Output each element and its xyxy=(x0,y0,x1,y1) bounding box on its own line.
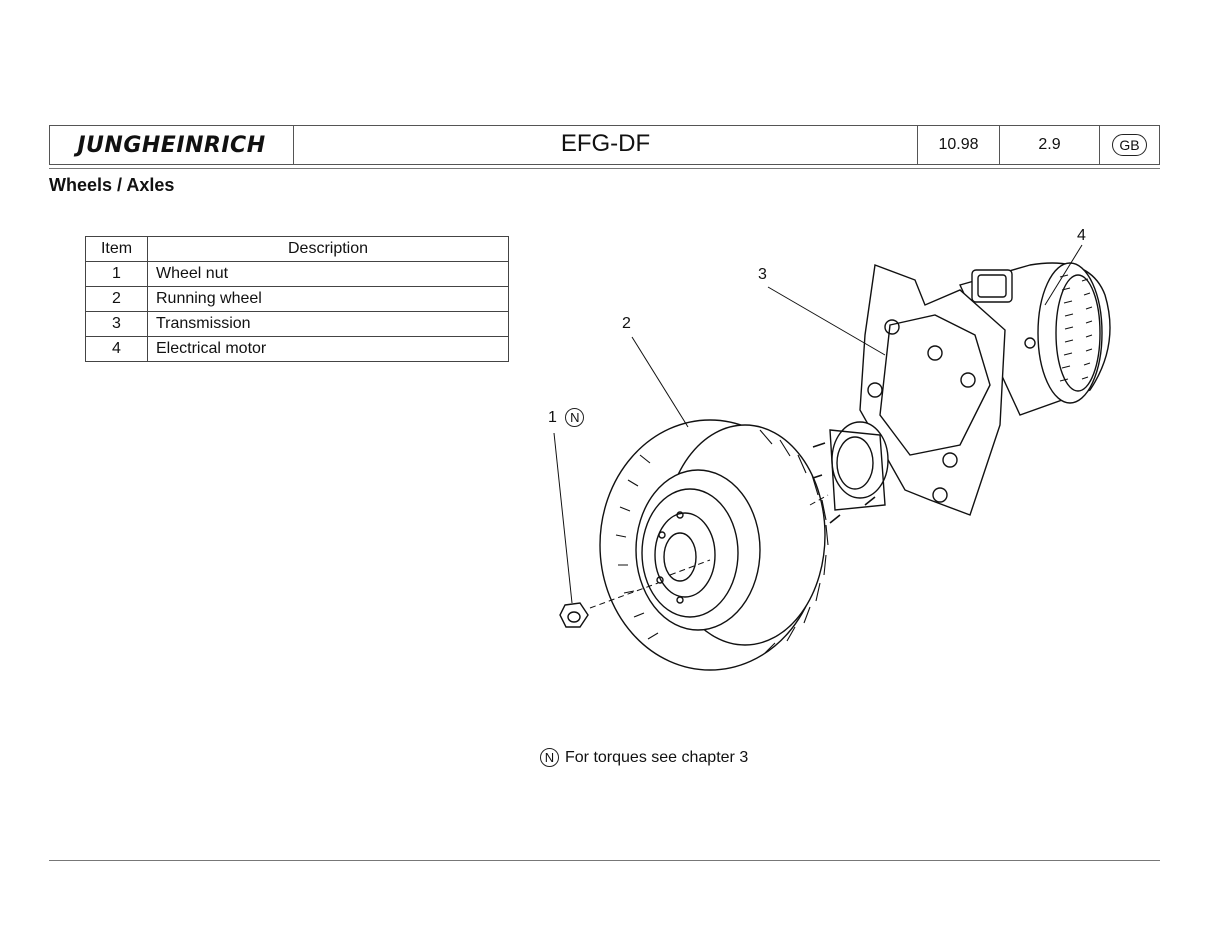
table-header-row: Item Description xyxy=(85,236,509,262)
callout-4: 4 xyxy=(1077,227,1086,244)
document-header: JUNGHEINRICH EFG-DF 10.98 2.9 GB xyxy=(49,125,1160,165)
model-cell: EFG-DF xyxy=(294,126,918,164)
column-header-item: Item xyxy=(85,236,148,262)
language-badge: GB xyxy=(1112,134,1147,156)
item-number: 1 xyxy=(85,261,148,287)
date-cell: 10.98 xyxy=(918,126,1000,164)
note-mark-icon: N xyxy=(540,748,559,767)
model-name: EFG-DF xyxy=(560,130,651,157)
parts-table: Item Description 1 Wheel nut 2 Running w… xyxy=(85,236,509,362)
logo-cell: JUNGHEINRICH xyxy=(50,126,294,164)
section-number: 2.9 xyxy=(1038,136,1061,153)
callout-3: 3 xyxy=(758,266,767,283)
callout-1-number: 1 xyxy=(548,409,557,426)
torque-note: N For torques see chapter 3 xyxy=(540,748,748,767)
table-row: 3 Transmission xyxy=(85,311,509,337)
item-description: Transmission xyxy=(147,311,509,337)
torque-note-mark: N xyxy=(565,408,585,427)
wheel-nut-drawing xyxy=(559,602,589,628)
callout-1: 1 N xyxy=(548,408,585,427)
table-row: 4 Electrical motor xyxy=(85,336,509,362)
note-text: For torques see chapter 3 xyxy=(565,748,749,766)
transmission-drawing xyxy=(809,264,1006,524)
running-wheel-drawing xyxy=(599,419,829,671)
language-cell: GB xyxy=(1100,126,1159,164)
footer-divider xyxy=(49,860,1160,861)
callout-2: 2 xyxy=(622,315,631,332)
item-number: 3 xyxy=(85,311,148,337)
company-logo: JUNGHEINRICH xyxy=(77,132,266,158)
item-description: Running wheel xyxy=(147,286,509,312)
item-description: Electrical motor xyxy=(147,336,509,362)
electrical-motor-drawing xyxy=(959,262,1111,416)
item-description: Wheel nut xyxy=(147,261,509,287)
exploded-view-drawing xyxy=(553,244,1111,671)
column-header-description: Description xyxy=(147,236,509,262)
table-row: 1 Wheel nut xyxy=(85,261,509,287)
item-number: 2 xyxy=(85,286,148,312)
item-number: 4 xyxy=(85,336,148,362)
issue-date: 10.98 xyxy=(938,136,979,153)
header-divider xyxy=(49,168,1160,169)
version-cell: 2.9 xyxy=(1000,126,1100,164)
table-row: 2 Running wheel xyxy=(85,286,509,312)
section-title: Wheels / Axles xyxy=(49,175,175,195)
